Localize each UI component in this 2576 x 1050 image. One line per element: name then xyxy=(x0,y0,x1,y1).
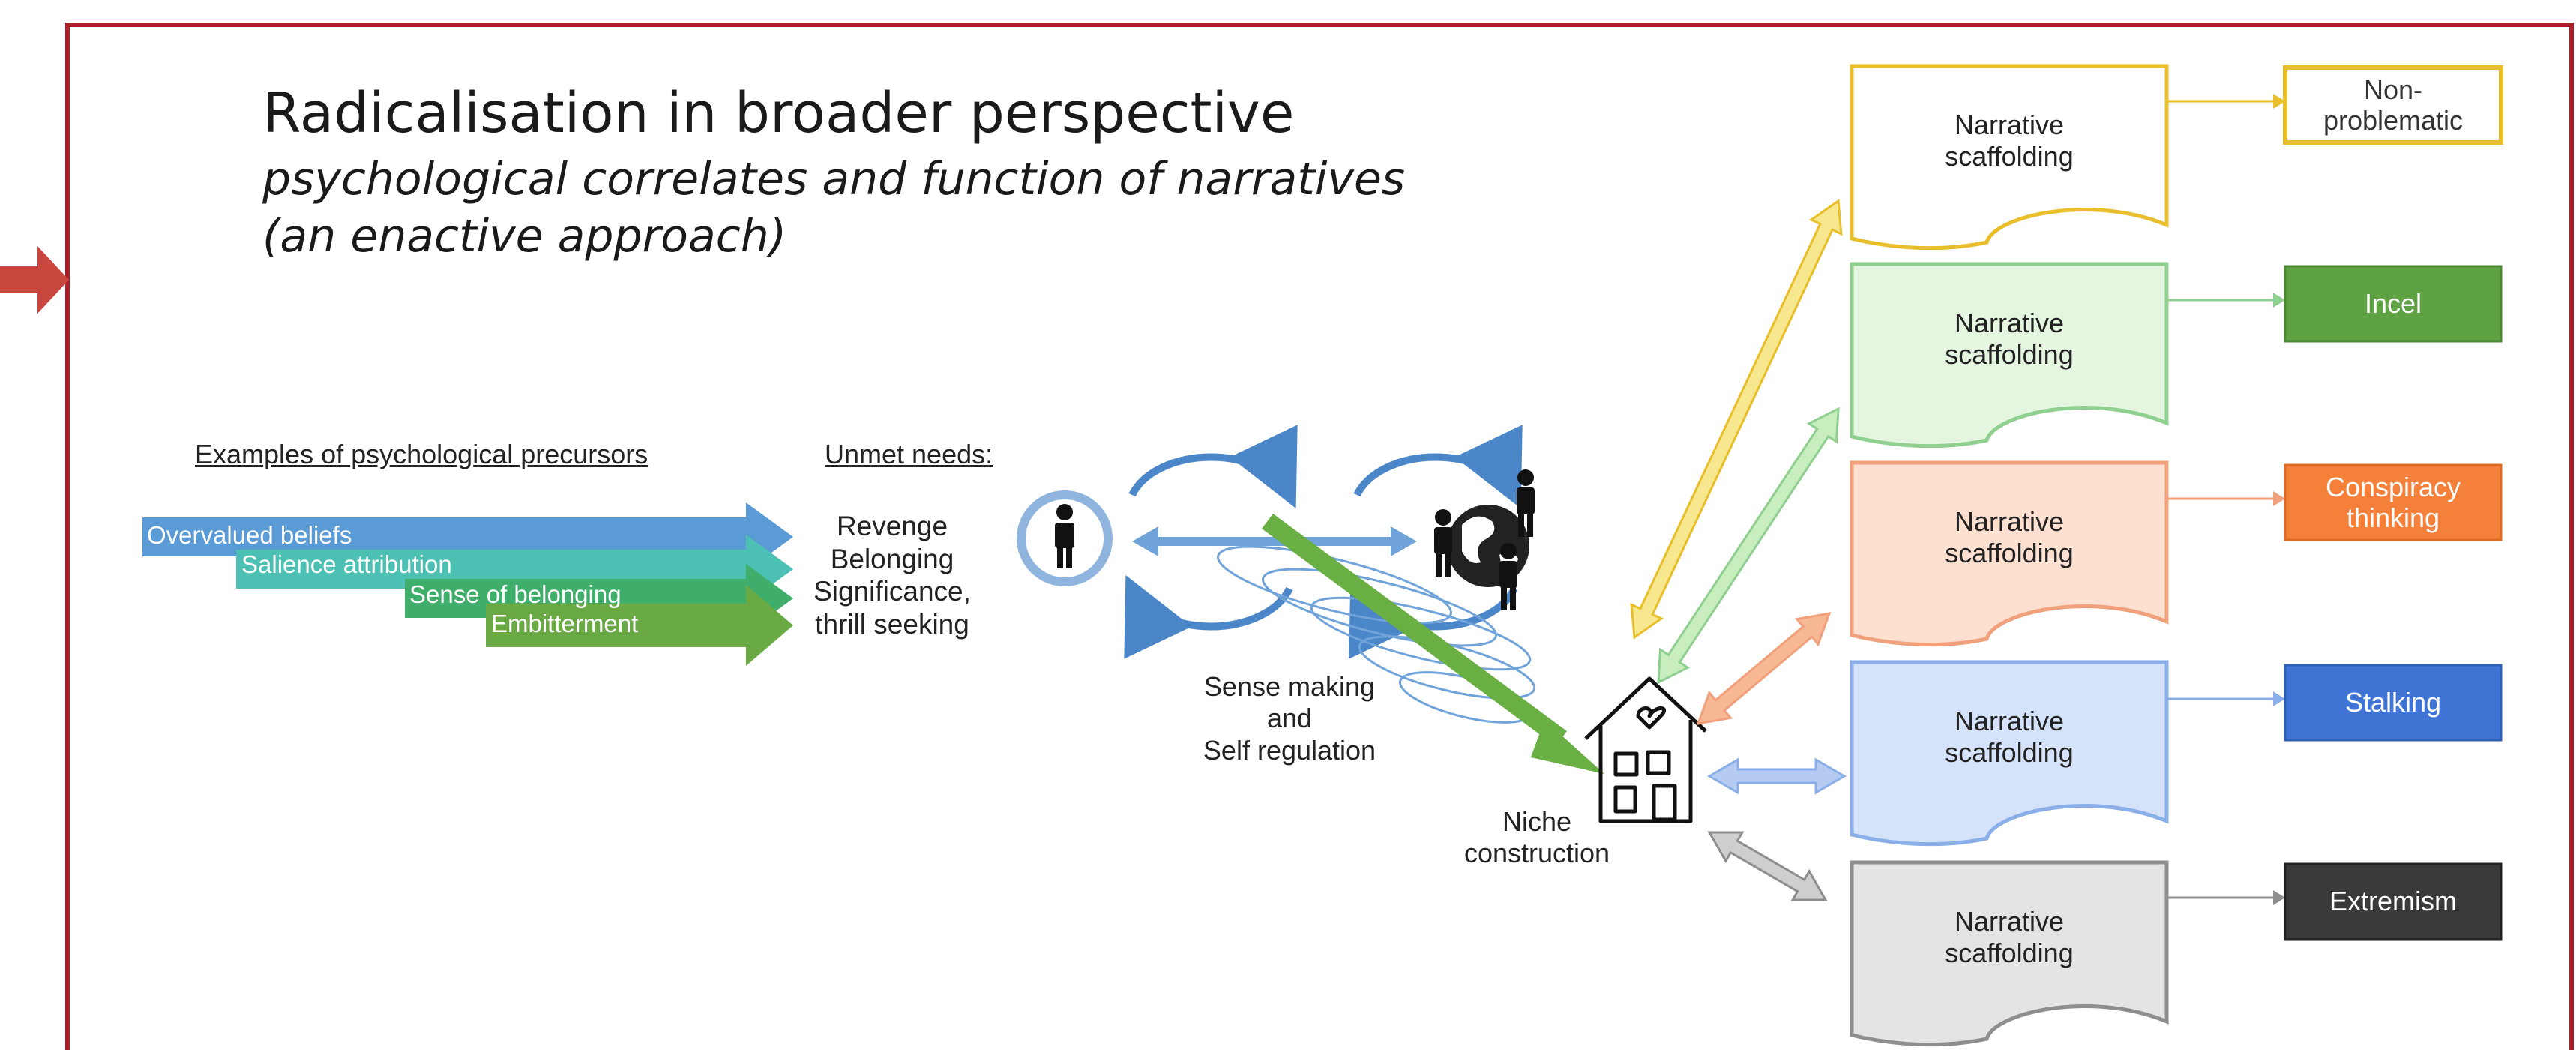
precursor-label-3: Sense of belonging xyxy=(409,580,622,608)
person-icon xyxy=(1017,490,1113,586)
connector-arrow-1 xyxy=(1630,199,1843,640)
outcome-link-head-4 xyxy=(2273,692,2285,706)
outcome-label-2: Incel xyxy=(2285,266,2501,341)
scaffold-label-line2: scaffolding xyxy=(1945,737,2074,769)
scaffold-document-2 xyxy=(1850,262,2169,448)
outcome-label-line1: Conspiracy xyxy=(2325,471,2461,502)
scaffold-document-4 xyxy=(1850,660,2169,847)
interaction-arrow xyxy=(1132,526,1417,556)
connector-arrow-3 xyxy=(1696,612,1832,725)
outcome-label-4: Stalking xyxy=(2285,665,2501,740)
globe-group-icon xyxy=(1434,470,1535,610)
connector-arrow-2 xyxy=(1657,406,1840,685)
niche-line-2: construction xyxy=(1463,838,1610,869)
slide-frame xyxy=(65,22,2574,1050)
niche-line-1: Niche xyxy=(1502,806,1572,837)
subtitle-line-2: (an enactive approach) xyxy=(262,210,787,262)
process-line-1: Sense making xyxy=(1203,671,1376,702)
outcome-label-line1: Stalking xyxy=(2344,687,2442,718)
scaffold-label-line1: Narrative xyxy=(1954,506,2065,537)
outcome-link-head-2 xyxy=(2273,292,2285,308)
outcome-box-4 xyxy=(2284,664,2503,742)
precursor-label-2: Salience attribution xyxy=(241,550,452,578)
main-process-arrow xyxy=(1262,514,1604,774)
scaffold-document-1 xyxy=(1850,64,2169,250)
spiral-loops xyxy=(1217,545,1536,724)
needs-list: Revenge Belonging Significance, thrill s… xyxy=(813,510,971,641)
connector-arrows xyxy=(1630,199,1847,902)
precursor-label-1: Overvalued beliefs xyxy=(147,521,352,549)
outcome-box-2 xyxy=(2284,265,2503,343)
pointer-arrow-icon xyxy=(0,246,69,314)
need-item: Significance, xyxy=(813,576,971,608)
process-line-2: and xyxy=(1266,703,1313,734)
process-label: Sense making and Self regulation xyxy=(1170,671,1409,766)
niche-label: Niche construction xyxy=(1447,806,1627,870)
outcome-boxes xyxy=(2167,65,2503,940)
precursors-heading: Examples of psychological precursors xyxy=(195,439,648,470)
outcome-box-5 xyxy=(2284,862,2503,940)
scaffold-label-line1: Narrative xyxy=(1954,110,2065,140)
outcome-box-3 xyxy=(2284,464,2503,542)
scaffold-label-line2: scaffolding xyxy=(1945,141,2074,172)
outcome-link-head-1 xyxy=(2273,94,2285,109)
outcome-label-1: Non-problematic xyxy=(2285,68,2501,142)
house-icon xyxy=(1584,676,1707,824)
needs-heading: Unmet needs: xyxy=(825,439,993,470)
scaffold-label-line1: Narrative xyxy=(1954,906,2065,937)
scaffold-label-line2: scaffolding xyxy=(1945,938,2074,969)
outcome-label-line2: problematic xyxy=(2323,105,2464,136)
outcome-label-line1: Non- xyxy=(2363,74,2423,105)
outcome-label-line1: Extremism xyxy=(2329,886,2457,917)
need-item: Revenge xyxy=(836,511,948,542)
outcome-link-head-5 xyxy=(2273,890,2285,905)
scaffold-documents xyxy=(1850,64,2169,1047)
scaffold-document-5 xyxy=(1850,860,2169,1047)
outcome-link-head-3 xyxy=(2273,491,2285,506)
scaffold-document-3 xyxy=(1850,460,2169,647)
page-title: Radicalisation in broader perspective xyxy=(262,81,1295,146)
scaffold-label-line2: scaffolding xyxy=(1945,538,2074,569)
process-line-3: Self regulation xyxy=(1203,734,1376,766)
outcome-label-line1: Incel xyxy=(2364,288,2422,320)
scaffold-label-line1: Narrative xyxy=(1954,706,2065,736)
connector-arrow-4 xyxy=(1707,758,1847,795)
outcome-label-5: Extremism xyxy=(2285,864,2501,939)
subtitle-line-1: psychological correlates and function of… xyxy=(262,153,1406,206)
need-item: thrill seeking xyxy=(815,608,969,640)
connector-arrow-5 xyxy=(1707,831,1828,902)
need-item: Belonging xyxy=(830,543,954,574)
precursor-label-4: Embitterment xyxy=(491,610,639,638)
outcome-box-1 xyxy=(2283,65,2503,145)
outcome-label-line2: thinking xyxy=(2346,502,2440,533)
precursor-bar-4 xyxy=(486,585,793,666)
scaffold-label-line1: Narrative xyxy=(1954,308,2065,338)
scaffold-label-line2: scaffolding xyxy=(1945,339,2074,370)
